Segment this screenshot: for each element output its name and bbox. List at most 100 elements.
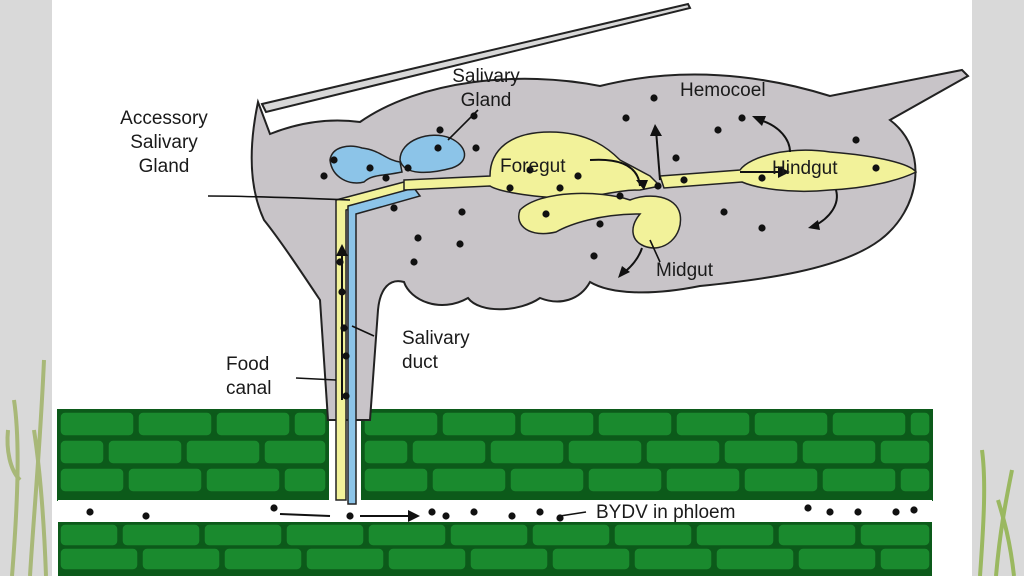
virus-particle bbox=[536, 508, 544, 516]
virus-particle bbox=[320, 172, 328, 180]
plant-cell bbox=[185, 439, 261, 465]
virus-particles bbox=[86, 94, 918, 522]
virus-particle bbox=[854, 508, 862, 516]
plant-cell bbox=[203, 523, 283, 547]
plant-cell bbox=[363, 411, 439, 437]
plant-cell bbox=[695, 523, 775, 547]
right-grass-decoration bbox=[978, 449, 1016, 576]
virus-particle bbox=[442, 512, 450, 520]
virus-particle bbox=[434, 144, 442, 152]
virus-particle bbox=[680, 176, 688, 184]
virus-particle bbox=[470, 112, 478, 120]
label-food-canal-line1: Food bbox=[226, 354, 269, 375]
plant-cell bbox=[797, 547, 877, 571]
plant-cell bbox=[107, 439, 183, 465]
plant-cell bbox=[411, 439, 487, 465]
plant-cell bbox=[489, 439, 565, 465]
plant-cell bbox=[59, 411, 135, 437]
plant-cell bbox=[363, 467, 429, 493]
virus-particle bbox=[508, 512, 516, 520]
virus-particle bbox=[410, 258, 418, 266]
virus-particle bbox=[382, 174, 390, 182]
virus-particle bbox=[738, 114, 746, 122]
label-foregut: Foregut bbox=[500, 156, 566, 177]
virus-particle bbox=[86, 508, 94, 516]
label-accessory-salivary-gland-line3: Gland bbox=[139, 156, 190, 177]
virus-particle bbox=[338, 288, 346, 296]
plant-cells-lower bbox=[59, 523, 931, 571]
plant-cell bbox=[223, 547, 303, 571]
plant-cell bbox=[715, 547, 795, 571]
virus-particle bbox=[342, 352, 350, 360]
virus-particle bbox=[142, 512, 150, 520]
plant-cell bbox=[909, 411, 931, 437]
virus-particle bbox=[340, 324, 348, 332]
plant-cell bbox=[675, 411, 751, 437]
virus-particle bbox=[342, 392, 350, 400]
virus-particle bbox=[596, 220, 604, 228]
plant-cell bbox=[305, 547, 385, 571]
plant-cell bbox=[59, 547, 139, 571]
plant-cell bbox=[633, 547, 713, 571]
virus-particle bbox=[472, 144, 480, 152]
plant-cell bbox=[777, 523, 857, 547]
aphid-body bbox=[250, 68, 970, 421]
plant-cell bbox=[879, 439, 931, 465]
plant-cell bbox=[567, 439, 643, 465]
plant-cell bbox=[387, 547, 467, 571]
plant-cell bbox=[59, 467, 125, 493]
plant-cell bbox=[743, 467, 819, 493]
plant-cell bbox=[899, 467, 931, 493]
label-accessory-salivary-gland-line2: Salivary bbox=[130, 132, 198, 153]
plant-cells-upper bbox=[59, 411, 931, 493]
virus-particle bbox=[414, 234, 422, 242]
plant-cell bbox=[263, 439, 327, 465]
virus-particle bbox=[270, 504, 278, 512]
flow-arrows bbox=[279, 119, 838, 517]
virus-particle bbox=[458, 208, 466, 216]
label-salivary-gland-line2: Gland bbox=[461, 90, 512, 111]
plant-cell bbox=[879, 547, 931, 571]
left-grass-decoration bbox=[5, 359, 48, 576]
virus-particle bbox=[852, 136, 860, 144]
virus-particle bbox=[390, 204, 398, 212]
label-accessory-salivary-gland-line1: Accessory bbox=[120, 108, 208, 129]
plant-cell bbox=[367, 523, 447, 547]
plant-cell bbox=[587, 467, 663, 493]
virus-particle bbox=[470, 508, 478, 516]
virus-particle bbox=[910, 506, 918, 514]
label-hemocoel: Hemocoel bbox=[680, 80, 766, 101]
virus-particle bbox=[590, 252, 598, 260]
plant-cell bbox=[821, 467, 897, 493]
virus-particle bbox=[574, 172, 582, 180]
virus-particle bbox=[346, 512, 354, 520]
plant-cell bbox=[141, 547, 221, 571]
label-salivary-duct-line1: Salivary bbox=[402, 328, 470, 349]
virus-particle bbox=[654, 182, 662, 190]
plant-cell bbox=[441, 411, 517, 437]
plant-cell bbox=[363, 439, 409, 465]
virus-particle bbox=[526, 166, 534, 174]
virus-particle bbox=[616, 192, 624, 200]
accessory-salivary-gland bbox=[329, 145, 403, 184]
plant-cell bbox=[127, 467, 203, 493]
plant-cell bbox=[551, 547, 631, 571]
label-food-canal-line2: canal bbox=[226, 378, 271, 399]
plant-cell bbox=[449, 523, 529, 547]
label-salivary-gland-line1: Salivary bbox=[452, 66, 520, 87]
arrow-heads bbox=[336, 116, 820, 522]
plant-cell bbox=[137, 411, 213, 437]
virus-particle bbox=[872, 164, 880, 172]
salivary-gland bbox=[399, 134, 466, 174]
plant-cell bbox=[801, 439, 877, 465]
virus-particle bbox=[650, 94, 658, 102]
virus-particle bbox=[330, 156, 338, 164]
virus-particle bbox=[404, 164, 412, 172]
virus-particle bbox=[622, 114, 630, 122]
plant-cell bbox=[613, 523, 693, 547]
plant-cell bbox=[519, 411, 595, 437]
plant-cell bbox=[753, 411, 829, 437]
plant-cell bbox=[293, 411, 327, 437]
